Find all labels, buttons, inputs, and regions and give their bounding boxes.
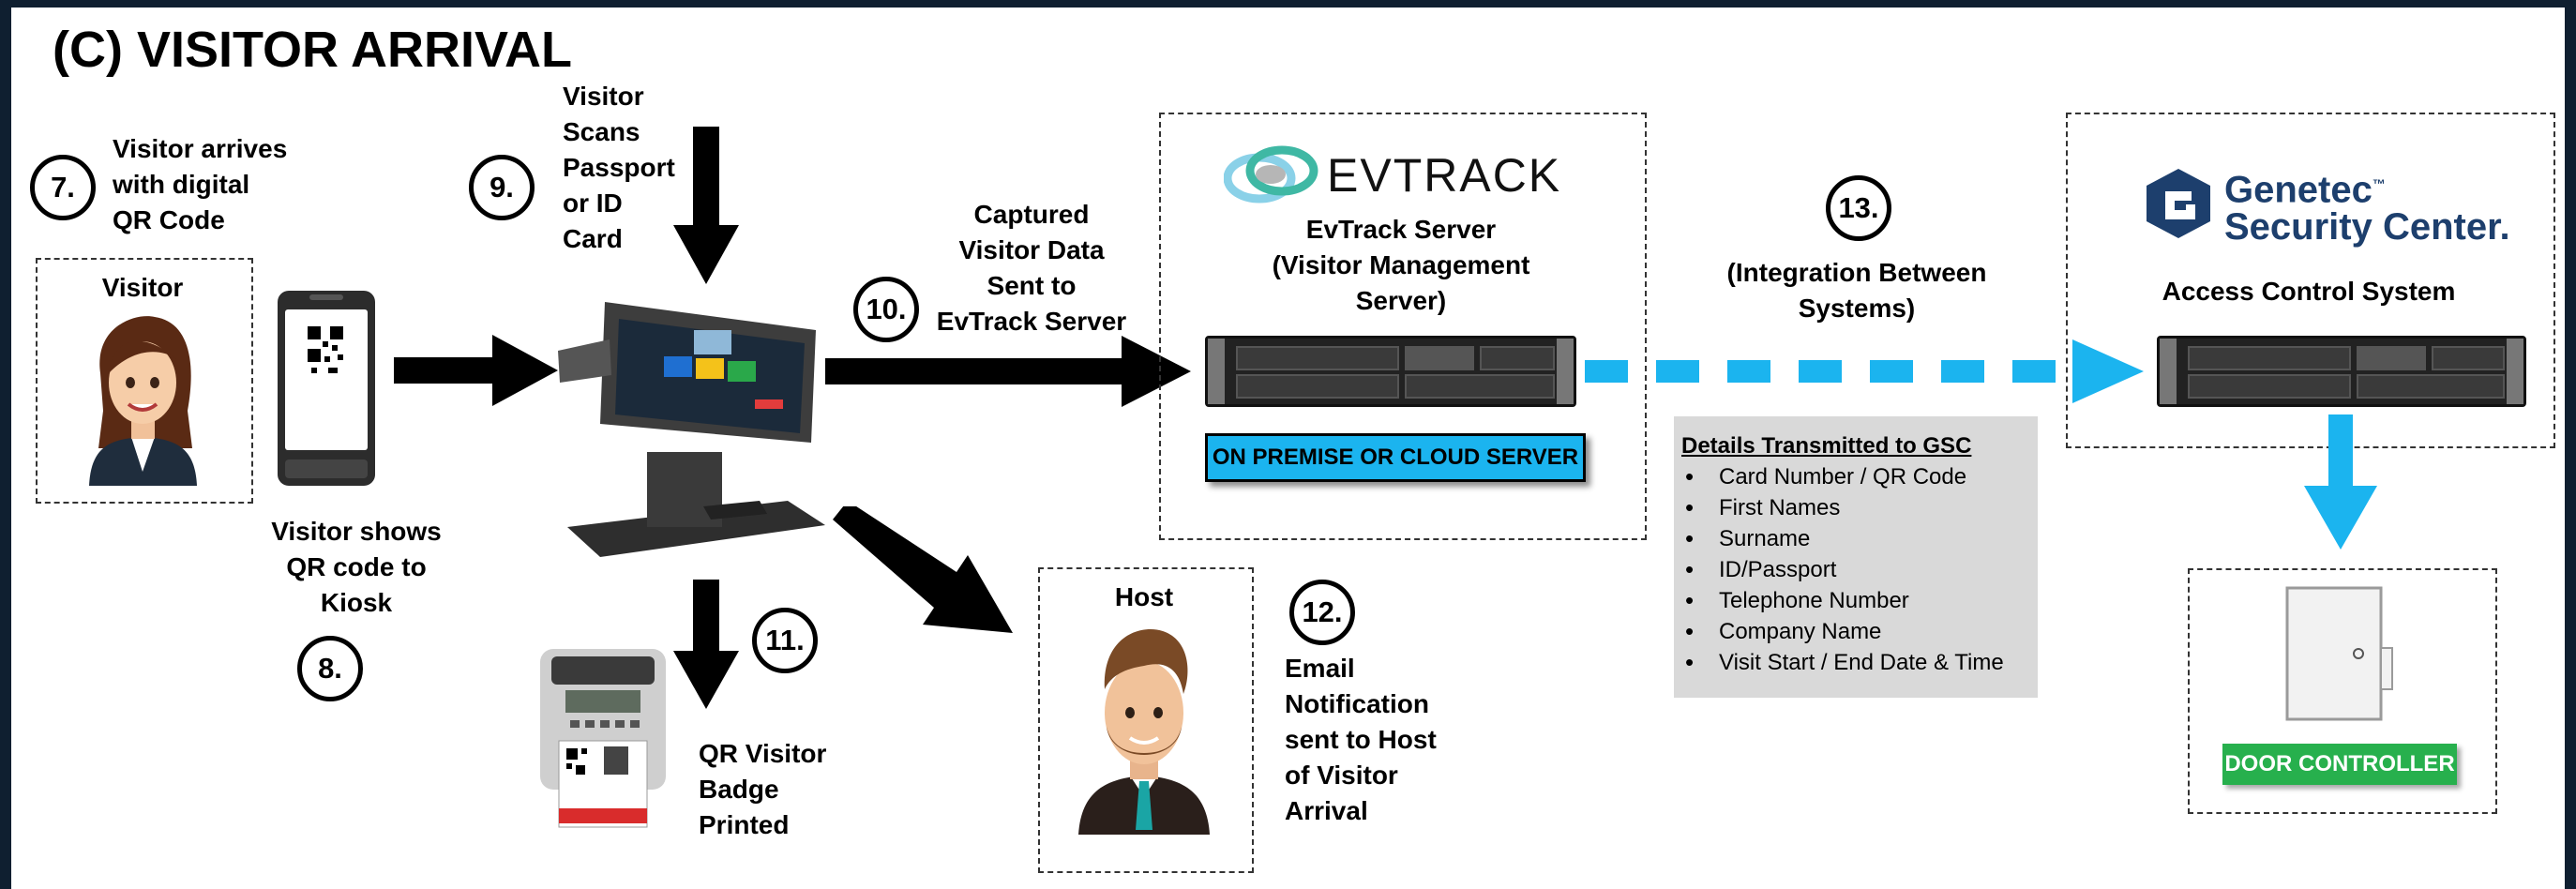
visitor-avatar bbox=[89, 316, 197, 486]
visitor-box bbox=[36, 258, 253, 504]
step-9-line: Passport bbox=[563, 153, 675, 182]
step-13-line: Systems) bbox=[1798, 294, 1916, 323]
frame-left bbox=[0, 0, 11, 889]
arrow-to-door-controller bbox=[2304, 414, 2377, 550]
details-list-item: Card Number / QR Code bbox=[1681, 461, 2004, 492]
step-8-number: 8. bbox=[297, 636, 363, 701]
arrow-scan-down bbox=[673, 127, 739, 284]
step-12-number: 12. bbox=[1289, 580, 1355, 645]
details-list-item: Telephone Number bbox=[1681, 585, 2004, 616]
arrow-kiosk-to-host bbox=[833, 506, 1013, 633]
genetec-logo-text: Genetec™ Security Center. bbox=[2224, 169, 2510, 249]
step-10-line: EvTrack Server bbox=[936, 307, 1127, 336]
details-list-item: Company Name bbox=[1681, 616, 2004, 647]
step-13-label: (Integration Between Systems) bbox=[1688, 255, 2026, 326]
step-10-line: Captured bbox=[973, 200, 1090, 229]
on-premise-badge: ON PREMISE OR CLOUD SERVER bbox=[1205, 433, 1586, 482]
arrow-kiosk-to-printer bbox=[673, 580, 739, 709]
step-11-line: Printed bbox=[699, 810, 790, 839]
step-10-label: Captured Visitor Data Sent to EvTrack Se… bbox=[928, 197, 1135, 339]
step-8-line: Visitor shows bbox=[271, 517, 442, 546]
step-11-line: Badge bbox=[699, 775, 779, 804]
details-list-item: ID/Passport bbox=[1681, 554, 2004, 585]
genetec-box bbox=[2066, 113, 2555, 448]
step-10-number: 10. bbox=[853, 277, 919, 342]
step-11-label: QR Visitor Badge Printed bbox=[699, 736, 826, 843]
step-9-line: or ID bbox=[563, 188, 623, 218]
step-12-line: of Visitor bbox=[1285, 761, 1398, 790]
step-11-line: QR Visitor bbox=[699, 739, 827, 768]
step-7-line: with digital bbox=[113, 170, 250, 199]
door-controller-box bbox=[2188, 568, 2497, 814]
phone-with-qr-icon bbox=[278, 291, 375, 486]
evtrack-logo-icon bbox=[1224, 145, 1318, 203]
badge-printer-icon bbox=[540, 649, 666, 828]
step-13-line: (Integration Between bbox=[1726, 258, 1987, 287]
visitor-label: Visitor bbox=[101, 273, 184, 302]
host-avatar bbox=[1078, 628, 1210, 835]
step-8-line: QR code to bbox=[286, 552, 427, 581]
frame-right bbox=[2565, 0, 2576, 889]
step-12-label: Email Notification sent to Host of Visit… bbox=[1285, 651, 1437, 829]
step-13-number: 13. bbox=[1826, 175, 1891, 241]
details-transmitted-panel: Details Transmitted to GSC Card Number /… bbox=[1674, 416, 2038, 698]
evtrack-server-box bbox=[1159, 113, 1647, 540]
step-10-line: Visitor Data bbox=[958, 235, 1105, 264]
host-box bbox=[1038, 567, 1254, 873]
genetec-logo-line: Security Center. bbox=[2224, 206, 2510, 249]
evtrack-server-line: Server) bbox=[1355, 286, 1447, 315]
step-7-line: Visitor arrives bbox=[113, 134, 288, 163]
step-12-line: sent to Host bbox=[1285, 725, 1437, 754]
details-list-item: First Names bbox=[1681, 492, 2004, 523]
evtrack-server-line: EvTrack Server bbox=[1305, 215, 1497, 244]
access-control-server-icon bbox=[2157, 336, 2526, 407]
frame-top bbox=[0, 0, 2576, 8]
host-label: Host bbox=[1114, 582, 1174, 611]
step-11-number: 11. bbox=[752, 608, 818, 673]
step-12-line: Email bbox=[1285, 654, 1355, 683]
genetec-logo-line: Genetec bbox=[2224, 169, 2373, 211]
door-icon bbox=[2285, 586, 2393, 721]
step-7-line: QR Code bbox=[113, 205, 225, 234]
diagram-title: (C) VISITOR ARRIVAL bbox=[53, 22, 573, 78]
step-8-label: Visitor shows QR code to Kiosk bbox=[234, 514, 478, 621]
evtrack-logo-text: EVTRACK bbox=[1327, 149, 1562, 202]
step-9-line: Visitor bbox=[563, 82, 644, 111]
details-heading: Details Transmitted to GSC bbox=[1681, 433, 1972, 459]
step-10-line: Sent to bbox=[987, 271, 1077, 300]
step-7-number: 7. bbox=[30, 155, 96, 220]
step-12-line: Arrival bbox=[1285, 796, 1368, 825]
evtrack-server-line: (Visitor Management bbox=[1272, 250, 1530, 279]
details-list-item: Visit Start / End Date & Time bbox=[1681, 647, 2004, 678]
details-list-item: Surname bbox=[1681, 523, 2004, 554]
evtrack-server-icon bbox=[1205, 336, 1576, 407]
step-9-line: Card bbox=[563, 224, 623, 253]
step-9-number: 9. bbox=[469, 155, 535, 220]
evtrack-server-label: EvTrack Server (Visitor Management Serve… bbox=[1159, 212, 1643, 319]
access-control-label: Access Control System bbox=[2162, 277, 2456, 306]
details-list: Card Number / QR Code First Names Surnam… bbox=[1681, 461, 2004, 678]
arrow-phone-to-kiosk bbox=[394, 335, 558, 406]
step-7-label: Visitor arrives with digital QR Code bbox=[113, 131, 287, 238]
arrow-kiosk-to-server bbox=[825, 336, 1191, 407]
step-9-line: Scans bbox=[563, 117, 640, 146]
step-8-line: Kiosk bbox=[320, 588, 393, 617]
step-9-label: Visitor Scans Passport or ID Card bbox=[563, 79, 675, 257]
door-controller-label: DOOR CONTROLLER bbox=[2222, 744, 2457, 785]
step-12-line: Notification bbox=[1285, 689, 1429, 718]
integration-arrow bbox=[1585, 339, 2144, 403]
genetec-logo-icon bbox=[2147, 169, 2210, 238]
kiosk-icon bbox=[558, 302, 825, 557]
